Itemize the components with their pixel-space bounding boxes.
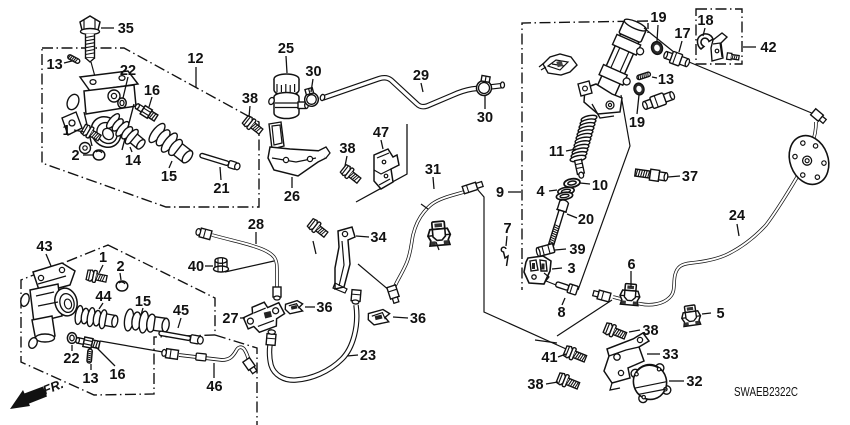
svg-text:21: 21 [213, 181, 229, 197]
svg-text:11: 11 [549, 144, 564, 160]
svg-text:27: 27 [222, 311, 238, 327]
svg-text:9: 9 [496, 185, 504, 201]
svg-text:1: 1 [62, 123, 70, 139]
svg-text:8: 8 [557, 305, 565, 321]
svg-text:FR.: FR. [41, 376, 66, 398]
svg-text:23: 23 [360, 348, 376, 364]
svg-text:5: 5 [716, 306, 724, 322]
svg-text:13: 13 [658, 72, 674, 88]
svg-text:28: 28 [248, 217, 264, 233]
svg-text:22: 22 [120, 63, 136, 79]
svg-text:17: 17 [674, 26, 690, 42]
svg-text:26: 26 [284, 189, 300, 205]
svg-text:7: 7 [503, 221, 511, 237]
svg-text:18: 18 [697, 13, 713, 29]
svg-text:4: 4 [536, 184, 544, 200]
svg-text:37: 37 [682, 169, 698, 185]
svg-text:34: 34 [370, 230, 386, 246]
svg-text:44: 44 [95, 289, 111, 305]
svg-text:35: 35 [118, 21, 134, 37]
svg-text:42: 42 [760, 40, 776, 56]
svg-text:38: 38 [527, 377, 543, 393]
svg-text:25: 25 [278, 41, 294, 57]
svg-text:47: 47 [373, 125, 389, 141]
svg-text:19: 19 [629, 115, 645, 131]
svg-text:29: 29 [413, 68, 429, 84]
svg-text:2: 2 [71, 148, 79, 164]
svg-text:40: 40 [188, 259, 204, 275]
svg-text:46: 46 [206, 379, 222, 395]
svg-text:24: 24 [729, 208, 745, 224]
svg-text:13: 13 [47, 57, 63, 73]
svg-text:32: 32 [686, 374, 702, 390]
svg-text:38: 38 [642, 323, 658, 339]
svg-text:38: 38 [242, 91, 258, 107]
svg-text:14: 14 [125, 153, 141, 169]
svg-text:15: 15 [135, 294, 151, 310]
svg-text:39: 39 [569, 242, 585, 258]
svg-text:36: 36 [410, 311, 426, 327]
svg-text:16: 16 [144, 83, 160, 99]
svg-text:30: 30 [477, 110, 493, 126]
svg-text:41: 41 [541, 350, 557, 366]
svg-text:10: 10 [592, 178, 608, 194]
svg-text:12: 12 [187, 51, 203, 67]
svg-text:31: 31 [425, 162, 441, 178]
svg-text:2: 2 [116, 259, 124, 275]
svg-text:6: 6 [627, 257, 635, 273]
svg-text:22: 22 [63, 351, 79, 367]
svg-text:33: 33 [662, 347, 678, 363]
svg-text:30: 30 [305, 64, 321, 80]
svg-text:SWAEB2322C: SWAEB2322C [734, 385, 798, 399]
svg-text:38: 38 [339, 141, 355, 157]
svg-text:45: 45 [173, 303, 189, 319]
svg-text:3: 3 [567, 261, 575, 277]
svg-text:15: 15 [161, 169, 177, 185]
svg-text:1: 1 [99, 250, 107, 266]
svg-text:19: 19 [650, 10, 666, 26]
svg-text:16: 16 [109, 367, 125, 383]
svg-text:20: 20 [578, 212, 594, 228]
svg-text:13: 13 [82, 371, 98, 387]
svg-text:36: 36 [316, 300, 332, 316]
svg-text:43: 43 [36, 239, 52, 255]
